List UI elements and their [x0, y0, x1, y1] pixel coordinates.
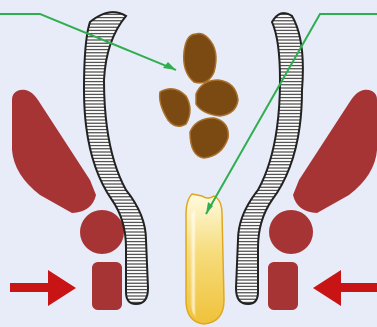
stool-piece [190, 118, 228, 158]
stool-piece [196, 80, 238, 116]
stool-pointer-arrowhead [163, 62, 176, 70]
left-upper-sphincter [80, 210, 124, 254]
left-lower-sphincter [92, 262, 122, 310]
right-rectal-wall [236, 13, 303, 304]
right-upper-sphincter [269, 210, 313, 254]
stool-piece [184, 34, 216, 83]
left-rectal-wall [84, 12, 148, 304]
left-pointing-arrow-icon [313, 270, 377, 306]
suppository [186, 194, 224, 324]
right-lower-sphincter [268, 262, 298, 310]
left-levator-muscle [12, 90, 96, 213]
stool-pieces [160, 34, 238, 159]
right-levator-muscle [293, 90, 377, 213]
suppository-shine [190, 205, 200, 320]
right-pointing-arrow-icon [10, 270, 76, 306]
stool-piece [160, 89, 190, 126]
